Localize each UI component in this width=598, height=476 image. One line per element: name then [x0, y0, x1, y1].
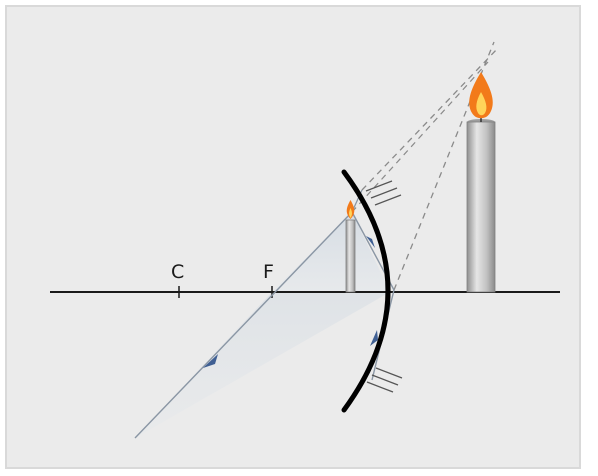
reflected-ray-to-focus [134, 211, 353, 439]
ray-shade-upper [272, 212, 390, 292]
object-candle [466, 72, 496, 293]
focal-point-label: F [263, 261, 274, 283]
mirror-hatching-bottom [366, 367, 403, 393]
ray-arrow-lower-right [370, 330, 378, 346]
ray-arrow-lower-left [203, 354, 218, 368]
ray-shade-lower [135, 292, 390, 438]
convex-mirror [341, 169, 391, 413]
center-of-curvature-label: C [171, 261, 184, 283]
ray-arrow-upper [366, 236, 375, 248]
virtual-image-candle [345, 200, 356, 293]
mirror-hatching-top [365, 180, 402, 206]
